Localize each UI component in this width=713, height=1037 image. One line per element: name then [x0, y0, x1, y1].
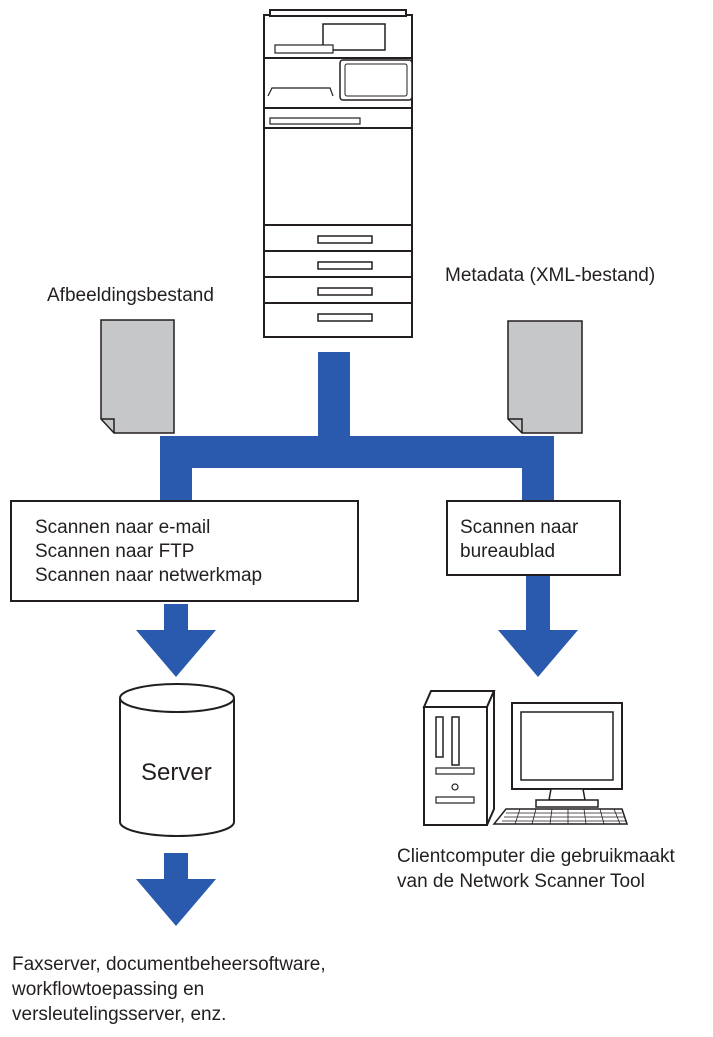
arrow-to-server: [136, 604, 216, 677]
server-label: Server: [141, 759, 212, 786]
mfp-printer-icon: [263, 9, 413, 338]
destinations-caption-line3: versleutelingsserver, enz.: [12, 1004, 227, 1025]
client-computer-caption-line1: Clientcomputer die gebruikmaakt: [397, 846, 675, 867]
arrow-to-client: [498, 576, 578, 677]
image-file-label: Afbeeldingsbestand: [47, 285, 214, 306]
scan-to-desktop-line2: bureaublad: [460, 541, 556, 562]
metadata-document-icon: [507, 320, 583, 434]
destinations-caption-line1: Faxserver, documentbeheersoftware,: [12, 954, 326, 975]
image-file-document-icon: [100, 319, 175, 434]
distribution-arrow: [160, 352, 554, 502]
scan-to-ftp: Scannen naar FTP: [35, 541, 195, 562]
scan-to-network-folder: Scannen naar netwerkmap: [35, 565, 263, 586]
destinations-caption-line2: workflowtoepassing en: [12, 979, 205, 1000]
client-computer-caption-line2: van de Network Scanner Tool: [397, 871, 645, 892]
client-computer-icon: [422, 690, 629, 826]
scan-to-desktop-box: Scannen naar bureaublad: [446, 500, 621, 576]
server-cylinder-icon: [119, 683, 235, 837]
scan-to-desktop-line1: Scannen naar: [460, 517, 579, 538]
scan-to-email: Scannen naar e-mail: [35, 517, 211, 538]
arrow-to-destinations: [136, 853, 216, 926]
metadata-label: Metadata (XML-bestand): [445, 265, 656, 286]
scan-destinations-box: Scannen naar e-mail Scannen naar FTP Sca…: [10, 500, 359, 602]
